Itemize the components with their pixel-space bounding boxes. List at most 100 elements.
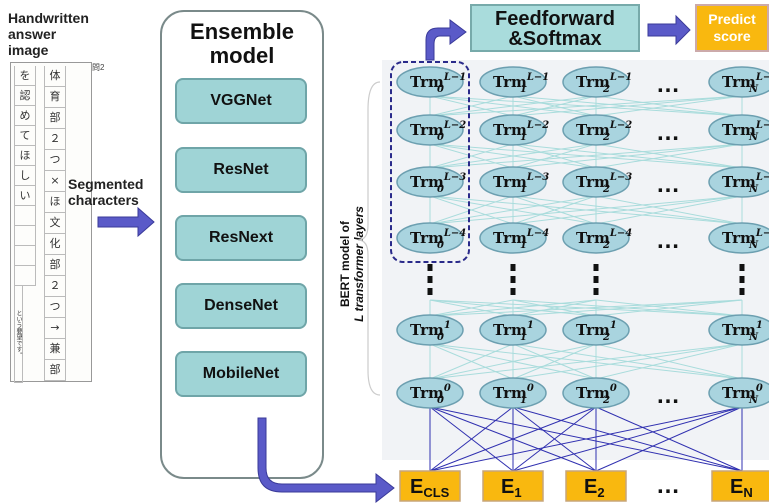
handwritten-label-line3: image [8,42,49,58]
embedding-connection [512,406,743,472]
layer-connection [512,143,597,169]
layer-connection [429,95,597,117]
embedding-box [482,470,544,502]
trm-node-label: TrmL−4N [722,228,769,251]
trm-node [479,222,547,254]
answer-character [14,226,36,246]
ensemble-title-line2: model [209,43,275,68]
layer-connection [429,299,514,317]
layer-connection [429,95,514,117]
arrow-to-embeddings [257,417,395,504]
answer-character: 文 [44,213,66,234]
answer-character: 部 [44,360,66,381]
layer-connection [595,343,743,380]
arrow-to-predict [647,14,691,46]
answer-character: を [14,66,36,86]
answer-column-1: を認めてほしいという要望です。 [14,66,36,383]
trm-node [562,166,630,198]
answer-character: → [44,318,66,339]
trm-node-label: TrmL−3N [722,172,769,195]
layer-connection [512,95,743,117]
trm-node [708,66,769,98]
trm-node [479,166,547,198]
layer-connection [512,143,743,169]
trm-node [479,314,547,346]
vertical-dot [510,288,516,295]
layer-connection [429,95,743,117]
answer-character: し [14,166,36,186]
handwritten-label-line2: answer [8,26,57,42]
answer-character: ２ [44,129,66,150]
vertical-dot [427,264,433,271]
embedding-connection [429,406,743,472]
trm-node-label: TrmL−2N [722,120,769,143]
ensemble-title-line1: Ensemble [190,19,294,44]
embedding-box [565,470,627,502]
vertical-dot [427,288,433,295]
embedding-label: EN [730,476,753,500]
predict-line2: score [713,28,751,44]
answer-character: つ [44,150,66,171]
trm-node [562,66,630,98]
feedforward-softmax-box: Feedforward &Softmax [470,4,640,52]
handwritten-answer-sheet [10,62,92,382]
horizontal-ellipsis: … [656,119,680,146]
layer-connection [429,343,743,380]
trm-node [562,222,630,254]
trm-node [708,114,769,146]
trm-node [708,166,769,198]
trm-node [479,66,547,98]
trm-node [708,222,769,254]
horizontal-ellipsis: … [656,171,680,198]
layer-connection [429,143,597,169]
model-resnext: ResNext [175,215,307,261]
layer-connection [429,195,597,225]
trm-node [479,377,547,409]
trm-node [562,377,630,409]
vertical-dot [593,264,599,271]
feedforward-line2: &Softmax [508,28,602,50]
arrow-to-ensemble [97,206,155,238]
layer-connection [595,195,743,225]
segmented-label-line1: Segmented [68,176,144,192]
predict-line1: Predict [708,11,756,27]
answer-character: 部 [44,255,66,276]
trm-node [396,66,464,98]
layer-connection [429,299,743,317]
layer-connection [429,143,514,169]
trm-node [396,114,464,146]
embedding-connection [429,406,514,472]
answer-character [14,246,36,266]
horizontal-ellipsis: … [656,382,680,409]
layer-connection [595,299,743,317]
answer-character: ほ [44,192,66,213]
answer-character: て [14,126,36,146]
answer-sheet-header: 問2 [92,63,105,72]
layer-connection [595,143,743,169]
layer-connection [429,343,514,380]
embedding-connection [429,406,597,472]
horizontal-ellipsis: … [656,71,680,98]
embedding-ellipsis: … [656,472,680,499]
horizontal-ellipsis: … [656,227,680,254]
vertical-dot [510,264,516,271]
layer-connection [429,299,597,317]
answer-character: め [14,106,36,126]
layer-connection [512,299,597,317]
answer-character [14,206,36,226]
embedding-label: E1 [501,476,522,500]
